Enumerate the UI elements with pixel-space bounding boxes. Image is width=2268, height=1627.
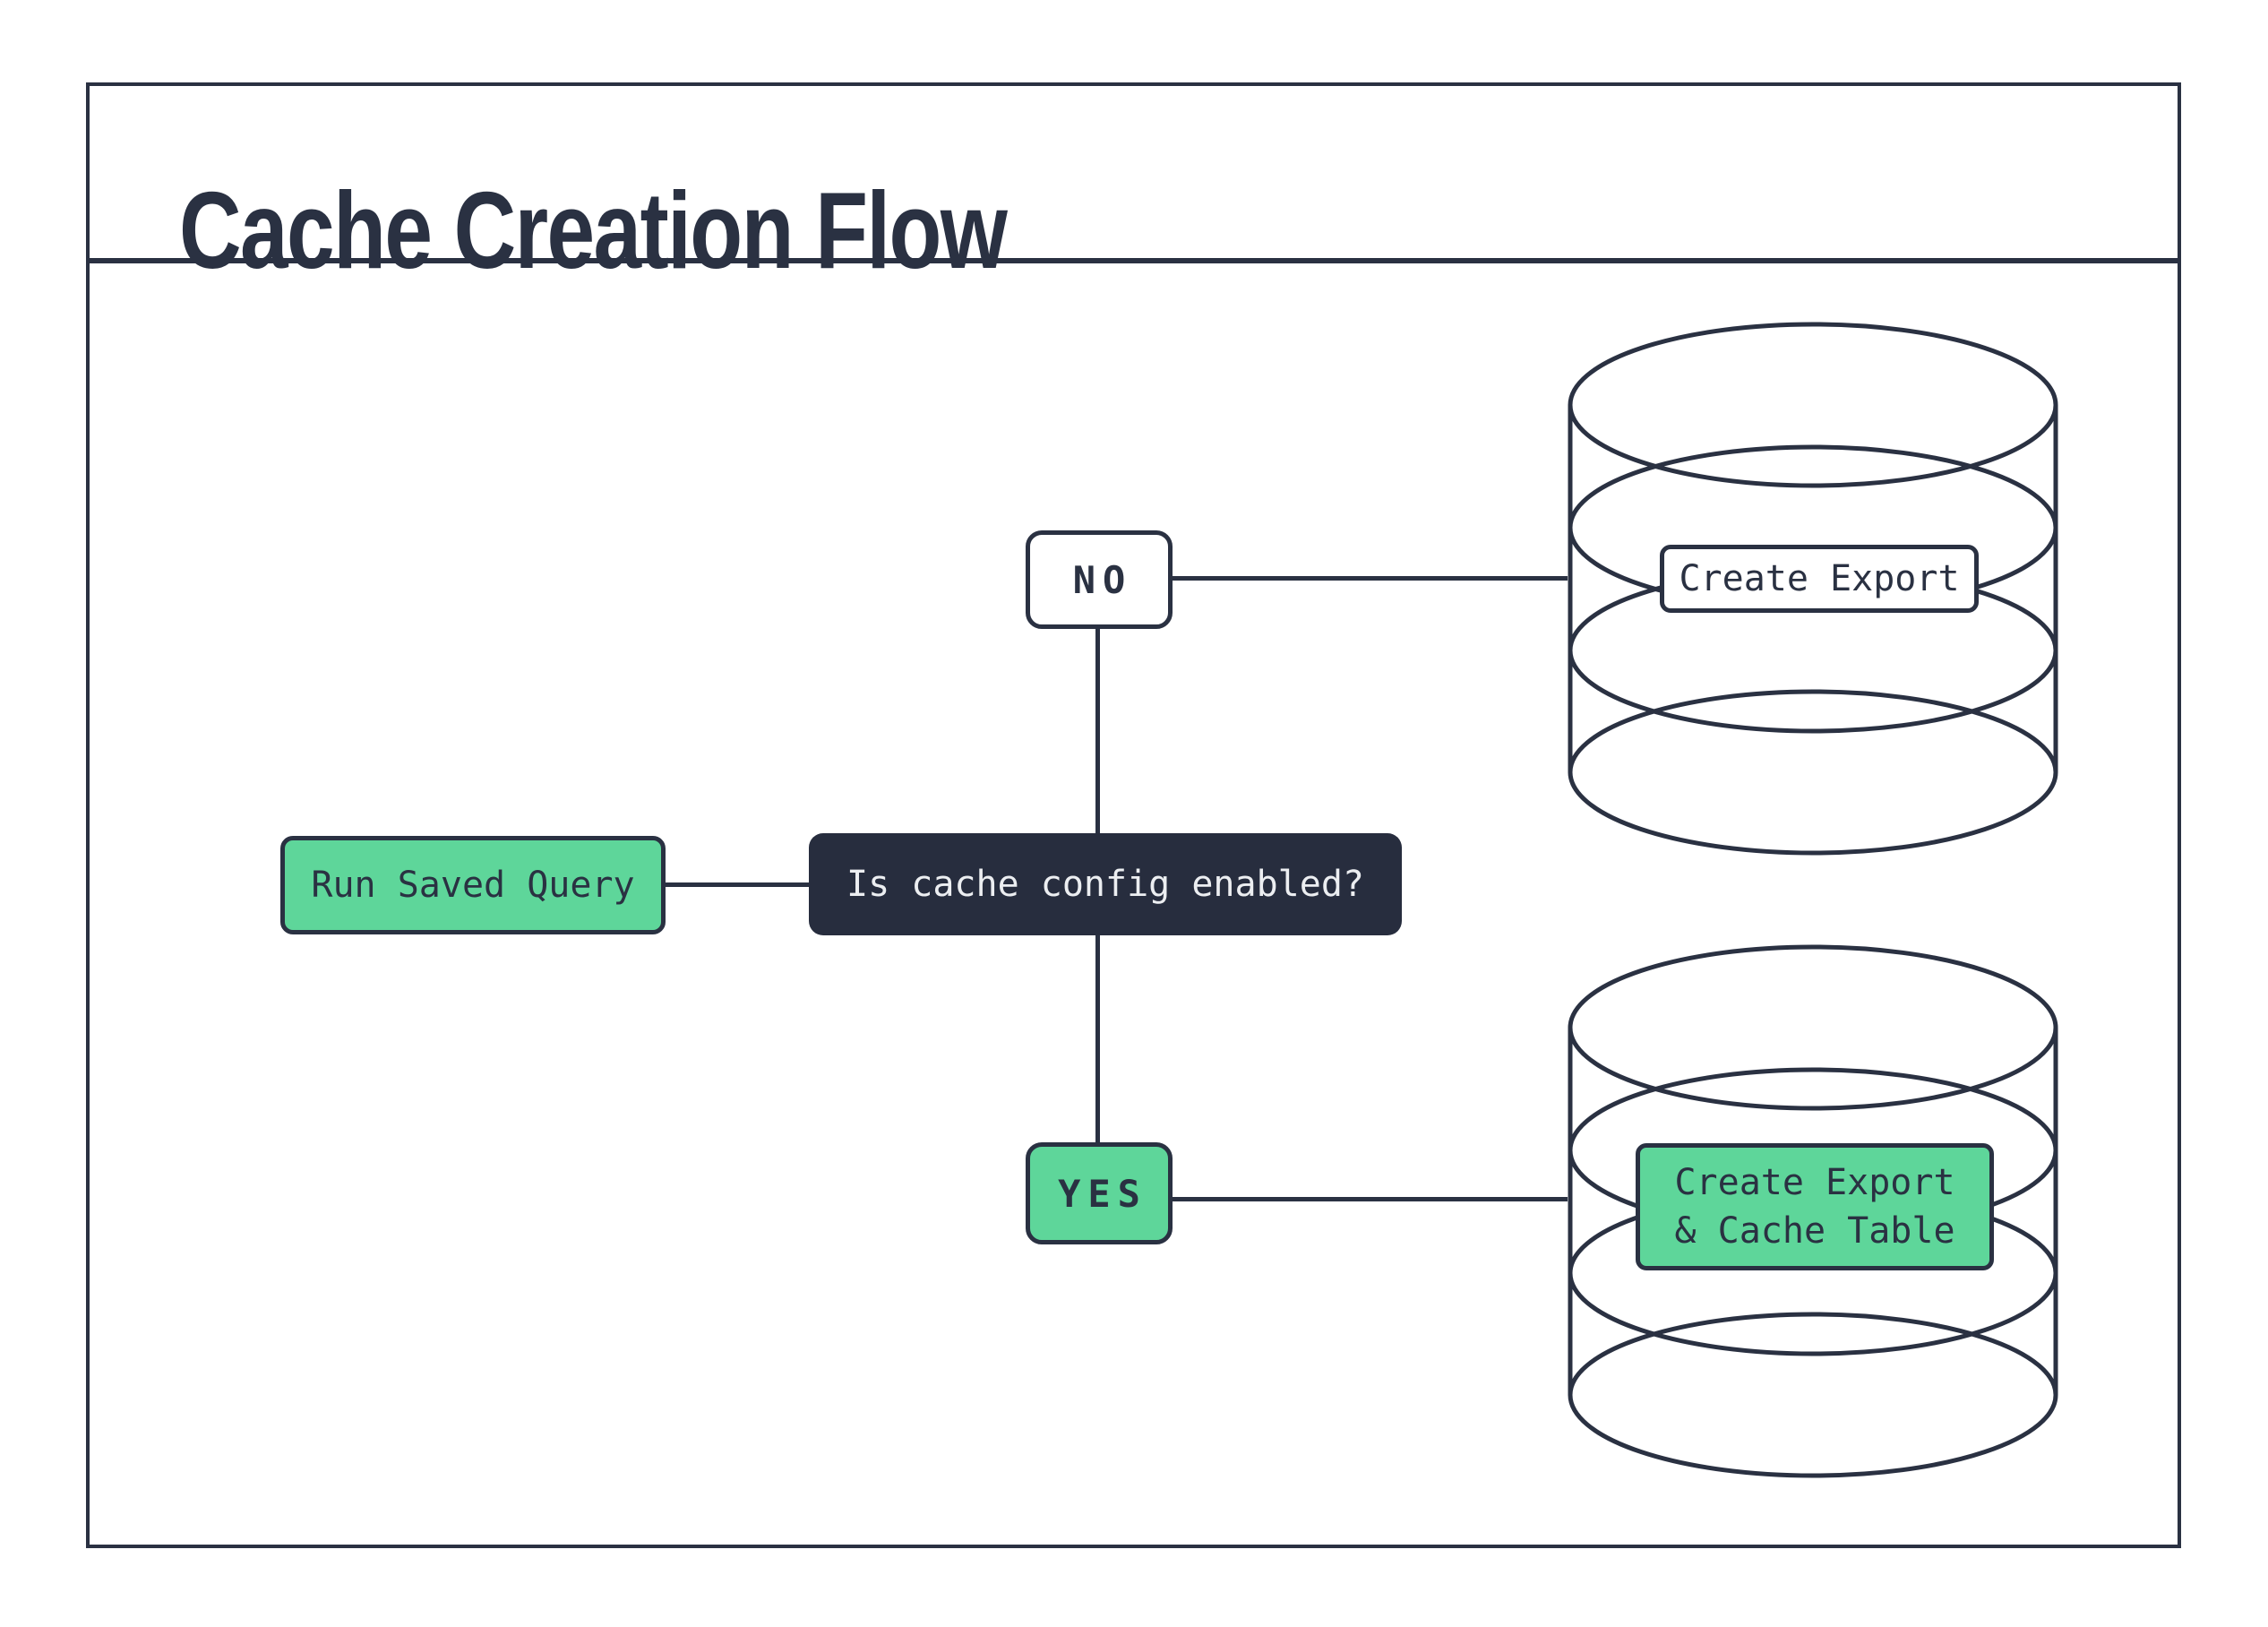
node-cache-config-decision: Is cache config enabled? xyxy=(809,833,1402,935)
edge-decision-to-yes xyxy=(1095,935,1100,1144)
edge-yes-to-database xyxy=(1173,1197,1568,1201)
node-run-saved-query: Run Saved Query xyxy=(280,836,666,934)
title-separator xyxy=(86,258,2181,263)
page-title: Cache Creation Flow xyxy=(179,169,1008,291)
edge-decision-to-no xyxy=(1095,629,1100,835)
label-create-export-cache-table-line1: Create Export xyxy=(1674,1162,1955,1203)
node-cache-config-decision-label: Is cache config enabled? xyxy=(846,864,1364,905)
node-branch-yes-label: YES xyxy=(1058,1171,1147,1216)
node-run-saved-query-label: Run Saved Query xyxy=(311,865,635,906)
edge-no-to-database xyxy=(1173,576,1568,581)
label-create-export: Create Export xyxy=(1660,545,1979,613)
label-create-export-cache-table: Create Export & Cache Table xyxy=(1636,1143,1994,1270)
label-create-export-text: Create Export xyxy=(1679,558,1960,599)
node-branch-no-label: NO xyxy=(1072,557,1133,602)
edge-start-to-decision xyxy=(666,882,811,887)
node-branch-no: NO xyxy=(1026,530,1173,629)
label-create-export-cache-table-line2: & Cache Table xyxy=(1674,1210,1955,1252)
node-branch-yes: YES xyxy=(1026,1142,1173,1244)
